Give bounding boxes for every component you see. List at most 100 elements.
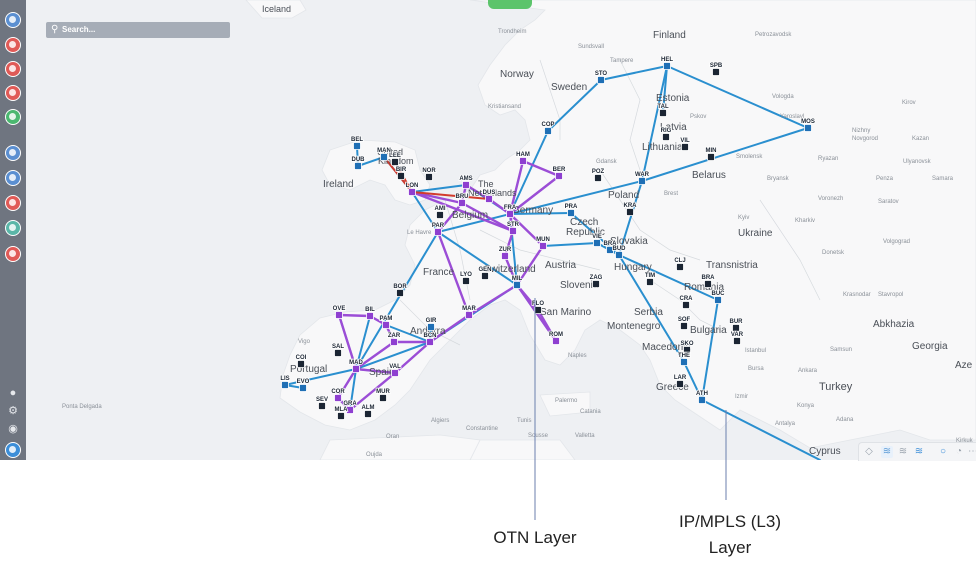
user-icon[interactable]: ◉ <box>8 423 18 435</box>
node-marker[interactable] <box>506 210 514 218</box>
node-marker[interactable] <box>539 242 547 250</box>
node-marker[interactable] <box>297 360 305 368</box>
node-coi[interactable]: COI <box>295 354 307 368</box>
node-marker[interactable] <box>681 143 689 151</box>
node-lon[interactable]: LON <box>405 182 419 196</box>
node-marker[interactable] <box>712 68 720 76</box>
info-icon[interactable]: ● <box>9 387 17 399</box>
link-lon-str[interactable] <box>410 190 515 233</box>
link-val-gra[interactable] <box>348 371 397 412</box>
node-lyo[interactable]: LYO <box>459 271 473 285</box>
node-bra2[interactable]: BRA <box>701 274 716 288</box>
node-marker[interactable] <box>698 396 706 404</box>
node-marker[interactable] <box>335 311 343 319</box>
node-poz[interactable]: POZ <box>591 168 605 182</box>
link-war-bud[interactable] <box>618 180 643 256</box>
node-marker[interactable] <box>676 263 684 271</box>
node-gra[interactable]: GRA <box>343 400 358 414</box>
node-marker[interactable] <box>425 173 433 181</box>
node-mad[interactable]: MAD <box>348 359 364 373</box>
node-mur[interactable]: MUR <box>375 388 391 402</box>
node-marker[interactable] <box>337 412 345 420</box>
tag-icon[interactable]: ◇ <box>865 446 873 457</box>
node-mos[interactable]: MOS <box>800 118 816 132</box>
node-marker[interactable] <box>436 211 444 219</box>
node-cor[interactable]: COR <box>331 388 346 402</box>
node-marker[interactable] <box>408 188 416 196</box>
service-icon[interactable] <box>5 220 21 236</box>
node-marker[interactable] <box>683 346 691 354</box>
node-zag[interactable]: ZAG <box>589 274 603 288</box>
node-buc[interactable]: BUC <box>711 290 726 304</box>
link-hel-mos[interactable] <box>666 65 809 129</box>
node-spb[interactable]: SPB <box>709 62 724 76</box>
node-hel[interactable]: HEL <box>660 56 674 70</box>
event-icon[interactable] <box>5 195 21 211</box>
node-vil[interactable]: VIL <box>680 137 691 151</box>
node-ams[interactable]: AMS <box>459 175 473 189</box>
node-marker[interactable] <box>567 209 575 217</box>
node-vie[interactable]: VIE <box>591 233 603 247</box>
node-marker[interactable] <box>485 195 493 203</box>
node-marker[interactable] <box>481 272 489 280</box>
tunnel-icon[interactable] <box>5 246 21 262</box>
node-marker[interactable] <box>646 278 654 286</box>
node-marker[interactable] <box>626 208 634 216</box>
theme-icon[interactable] <box>5 442 21 458</box>
node-marker[interactable] <box>501 252 509 260</box>
network-map[interactable]: IcelandTrondheimSundsvallPetrozavodskFin… <box>0 0 976 460</box>
node-marker[interactable] <box>434 228 442 236</box>
link-mad-zar[interactable] <box>354 340 396 371</box>
link-par-mar[interactable] <box>436 230 471 317</box>
link-cor-mad[interactable] <box>336 367 358 400</box>
node-marker[interactable] <box>513 281 521 289</box>
node-dus[interactable]: DUS <box>482 189 496 203</box>
node-sko[interactable]: SKO <box>680 340 695 354</box>
node-marker[interactable] <box>364 410 372 418</box>
node-marker[interactable] <box>519 157 527 165</box>
node-marker[interactable] <box>552 337 560 345</box>
node-marker[interactable] <box>676 380 684 388</box>
node-pam[interactable]: PAM <box>379 315 393 329</box>
node-ove[interactable]: OVE <box>332 305 346 319</box>
link-lon-dus[interactable] <box>411 191 490 200</box>
node-marker[interactable] <box>382 321 390 329</box>
link-cop-fra[interactable] <box>509 130 549 215</box>
link-lon-bru[interactable] <box>410 190 464 205</box>
node-man[interactable]: MAN <box>376 147 392 161</box>
alarm-minor-icon[interactable] <box>5 85 21 101</box>
node-marker[interactable] <box>465 311 473 319</box>
node-bur[interactable]: BUR <box>729 318 744 332</box>
link-mar-bcn[interactable] <box>428 313 471 344</box>
node-marker[interactable] <box>462 277 470 285</box>
alarm-critical-icon[interactable] <box>5 37 21 53</box>
node-marker[interactable] <box>299 384 307 392</box>
node-marker[interactable] <box>592 280 600 288</box>
link-ath-cyp[interactable] <box>701 399 821 460</box>
layers-alt-icon[interactable]: ≋ <box>898 446 908 457</box>
node-marker[interactable] <box>680 358 688 366</box>
node-marker[interactable] <box>638 177 646 185</box>
node-marker[interactable] <box>593 239 601 247</box>
node-marker[interactable] <box>804 124 812 132</box>
link-dub-man[interactable] <box>357 156 385 167</box>
node-marker[interactable] <box>659 109 667 117</box>
node-bil[interactable]: BIL <box>364 306 376 320</box>
node-bor[interactable]: BOR <box>393 283 408 297</box>
node-marker[interactable] <box>390 338 398 346</box>
link-par-mad[interactable] <box>355 231 439 370</box>
search-input[interactable]: ⚲ Search... <box>46 22 230 38</box>
node-bra[interactable]: BRA <box>603 240 618 254</box>
link-fra-ham[interactable] <box>508 159 525 216</box>
node-marker[interactable] <box>396 289 404 297</box>
node-bel[interactable]: BEL <box>350 136 364 150</box>
node-fra[interactable]: FRA <box>503 204 518 218</box>
layers-icon[interactable]: ≋ <box>881 446 893 458</box>
node-marker[interactable] <box>380 153 388 161</box>
link-str-zur[interactable] <box>503 229 515 258</box>
link-zur-mil[interactable] <box>503 254 519 287</box>
node-bir[interactable]: BIR <box>395 166 408 180</box>
link-ove-mad[interactable] <box>337 313 358 371</box>
node-marker[interactable] <box>397 172 405 180</box>
